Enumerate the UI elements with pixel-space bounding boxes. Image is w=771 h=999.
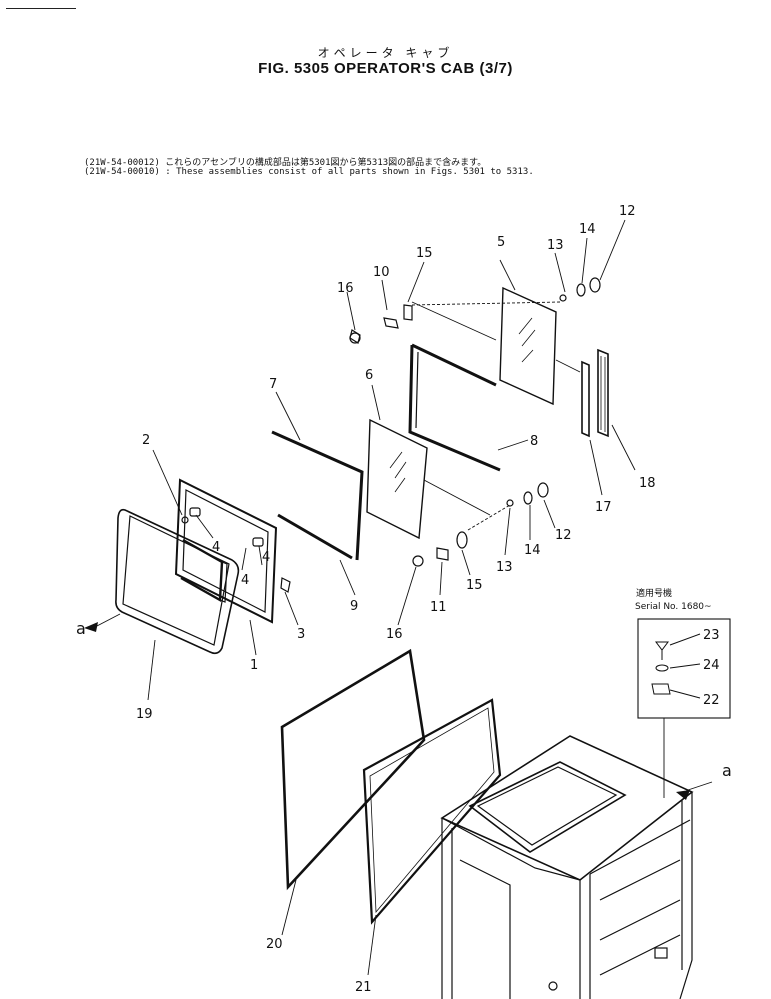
part-label-4c: 4 [262, 550, 270, 565]
part-label-13b: 13 [496, 560, 513, 575]
part-label-9: 9 [350, 599, 358, 614]
part-7-glass-seal [271, 430, 364, 561]
part-4-catches [181, 507, 264, 547]
figure-title: FIG. 5305 OPERATOR'S CAB (3/7) [258, 60, 513, 77]
part-label-16a: 16 [337, 281, 354, 296]
part-label-24: 24 [703, 658, 720, 673]
part-label-4b: 4 [241, 573, 249, 588]
part-label-14b: 14 [524, 543, 541, 558]
part-label-18: 18 [639, 476, 656, 491]
part-label-1: 1 [250, 658, 258, 673]
cab-structure [440, 735, 694, 999]
part-label-4a: 4 [212, 540, 220, 555]
part-label-19: 19 [136, 707, 153, 722]
part-label-6: 6 [365, 368, 373, 383]
part-18-vertical-seal [597, 348, 609, 438]
part-label-8: 8 [530, 434, 538, 449]
figure-title-japanese: オペレータ キャブ [317, 46, 454, 60]
part-hardware-upper [349, 277, 601, 344]
part-label-12b: 12 [555, 528, 572, 543]
header-rule [6, 8, 76, 9]
part-label-7: 7 [269, 377, 277, 392]
part-6-glass-pane [366, 418, 428, 540]
part-label-21: 21 [355, 980, 372, 995]
part-label-14a: 14 [579, 222, 596, 237]
view-arrow-a-left [84, 622, 98, 632]
part-label-5: 5 [497, 235, 505, 250]
view-arrow-a-right [676, 790, 690, 800]
serial-heading: Serial No. 1680~ [635, 602, 712, 612]
part-8-rubber-frame [408, 343, 501, 472]
part-label-3: 3 [297, 627, 305, 642]
part-label-15a: 15 [416, 246, 433, 261]
view-marker-a-right: a [722, 761, 732, 780]
part-17-vertical-seal [581, 360, 590, 438]
part-label-15b: 15 [466, 578, 483, 593]
part-9-glass-seal-lower [277, 513, 353, 560]
serial-applicability-box [637, 618, 731, 719]
part-label-10: 10 [373, 265, 390, 280]
part-label-11: 11 [430, 600, 447, 615]
assembly-note-english: (21W-54-00010) : These assemblies consis… [84, 167, 534, 177]
part-label-16b: 16 [386, 627, 403, 642]
part-label-20: 20 [266, 937, 283, 952]
part-hardware-lower [412, 482, 549, 567]
serial-box-parts [651, 633, 701, 699]
part-1-window-sash [174, 478, 278, 624]
part-label-17: 17 [595, 500, 612, 515]
leader-lines [94, 219, 713, 976]
part-label-2: 2 [142, 433, 150, 448]
part-5-glass-pane [499, 286, 557, 406]
view-marker-a-left: a [76, 619, 86, 638]
part-20-large-glass [280, 648, 426, 891]
assembly-note-japanese: (21W-54-00012) これらのアセンブリの構成部品は第5301図から第5… [84, 158, 487, 168]
part-label-12a: 12 [619, 204, 636, 219]
serial-heading-japanese: 適用号機 [636, 587, 672, 599]
part-3-latch [280, 577, 291, 593]
part-label-13a: 13 [547, 238, 564, 253]
part-label-23: 23 [703, 628, 720, 643]
part-21-large-seal [362, 698, 502, 925]
part-label-22: 22 [703, 693, 720, 708]
